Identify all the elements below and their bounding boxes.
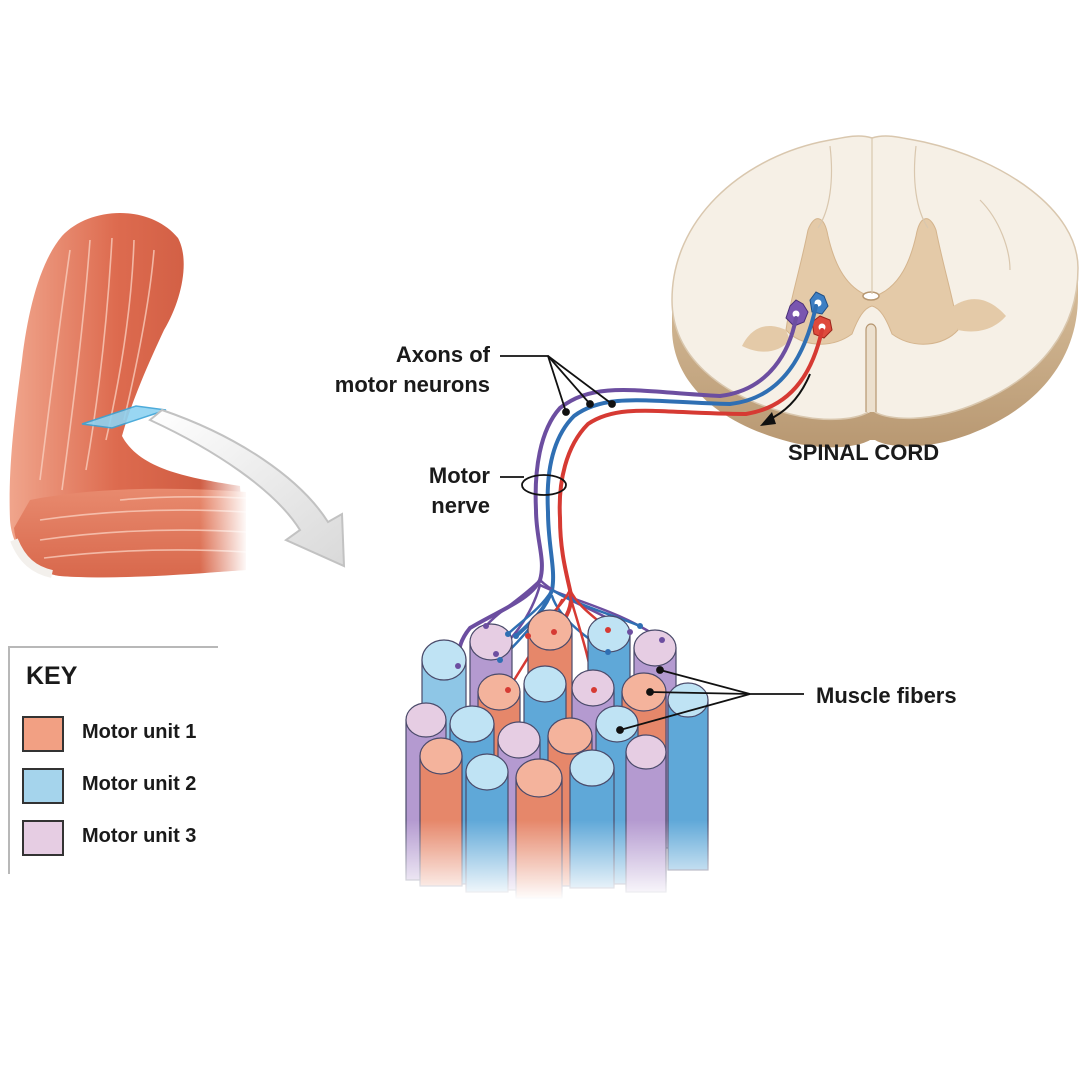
key-label-motor-unit-1: Motor unit 1 — [82, 721, 197, 743]
axons-label-line1: Axons of — [395, 342, 490, 367]
muscle-fiber-bundle-icon — [396, 609, 726, 900]
key-label-motor-unit-3: Motor unit 3 — [82, 825, 197, 847]
neuron-cell-bodies — [785, 291, 833, 339]
key-legend: KEY Motor unit 1 Motor unit 2 Motor unit… — [8, 646, 218, 874]
key-title: KEY — [26, 662, 78, 690]
muscle-fibers-label: Muscle fibers — [816, 683, 957, 708]
key-swatch-motor-unit-1 — [22, 716, 64, 752]
spinal-cord-icon — [671, 135, 1079, 448]
leader-lines — [500, 355, 804, 734]
motor-nerve-label-line2: nerve — [431, 493, 490, 518]
spinal-cord-label: SPINAL CORD — [788, 440, 940, 465]
key-swatch-motor-unit-3 — [22, 820, 64, 856]
motor-nerve-label: Motor nerve — [390, 461, 490, 521]
callout-arrow-icon — [148, 408, 346, 568]
motor-nerve-label-line1: Motor — [428, 463, 490, 488]
arm-muscle-icon — [9, 213, 248, 582]
key-swatch-motor-unit-2 — [22, 768, 64, 804]
axons-label-line2: motor neurons — [334, 372, 490, 397]
key-label-motor-unit-2: Motor unit 2 — [82, 773, 197, 795]
axons-label: Axons of motor neurons — [290, 340, 490, 400]
